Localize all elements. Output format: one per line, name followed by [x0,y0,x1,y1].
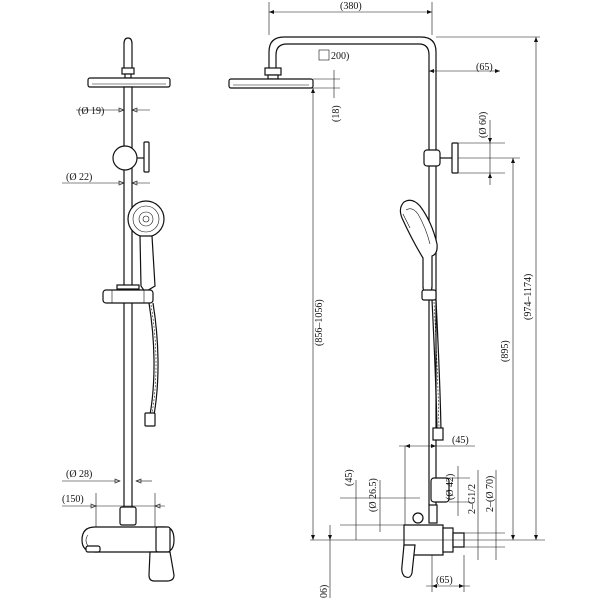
dim-895: (895) [500,340,511,362]
dim-19: (Ø 19) [78,106,104,117]
dim-60: (Ø 60) [478,112,489,138]
hand-shower-head [127,200,165,238]
dim-65-top: (65) [476,62,493,73]
dim-42: (Ø 42) [445,474,456,500]
wall-bracket [112,145,138,171]
slide-holder [102,289,154,304]
dim-28: (Ø 28) [66,469,92,480]
dim-200: 200) [331,51,349,62]
hand-shower-side [399,199,438,295]
mixer-handle [148,551,175,582]
dim-45-left: (45) [344,469,355,486]
side-view [228,36,465,579]
dim-70: 2–(Ø 70) [485,476,496,512]
dim-150: (150) [62,494,84,505]
dim-22: (Ø 22) [66,172,92,183]
dim-45-right: (45) [452,435,469,446]
front-dimensions: (Ø 19) (Ø 22) (Ø 28) (150) [62,106,165,527]
rain-shower-head [87,77,171,88]
dim-856-1056: (856–1056) [314,299,325,346]
dim-380: (380) [340,1,362,12]
shower-arm [268,36,437,150]
dim-106: 06) [319,585,330,598]
rain-head-side [228,78,314,89]
dim-26-5: (Ø 26.5) [368,478,379,512]
dim-18: (18) [331,105,342,122]
shower-hose [148,302,155,416]
front-view [81,37,175,582]
dim-974-1174: (974–1174) [523,274,534,320]
side-dimensions: (380) 200) (65) (18) (Ø 60) (974–1174) [268,1,545,598]
dim-65-bottom: (65) [436,575,453,586]
dim-g12: 2–G1/2 [467,484,478,514]
